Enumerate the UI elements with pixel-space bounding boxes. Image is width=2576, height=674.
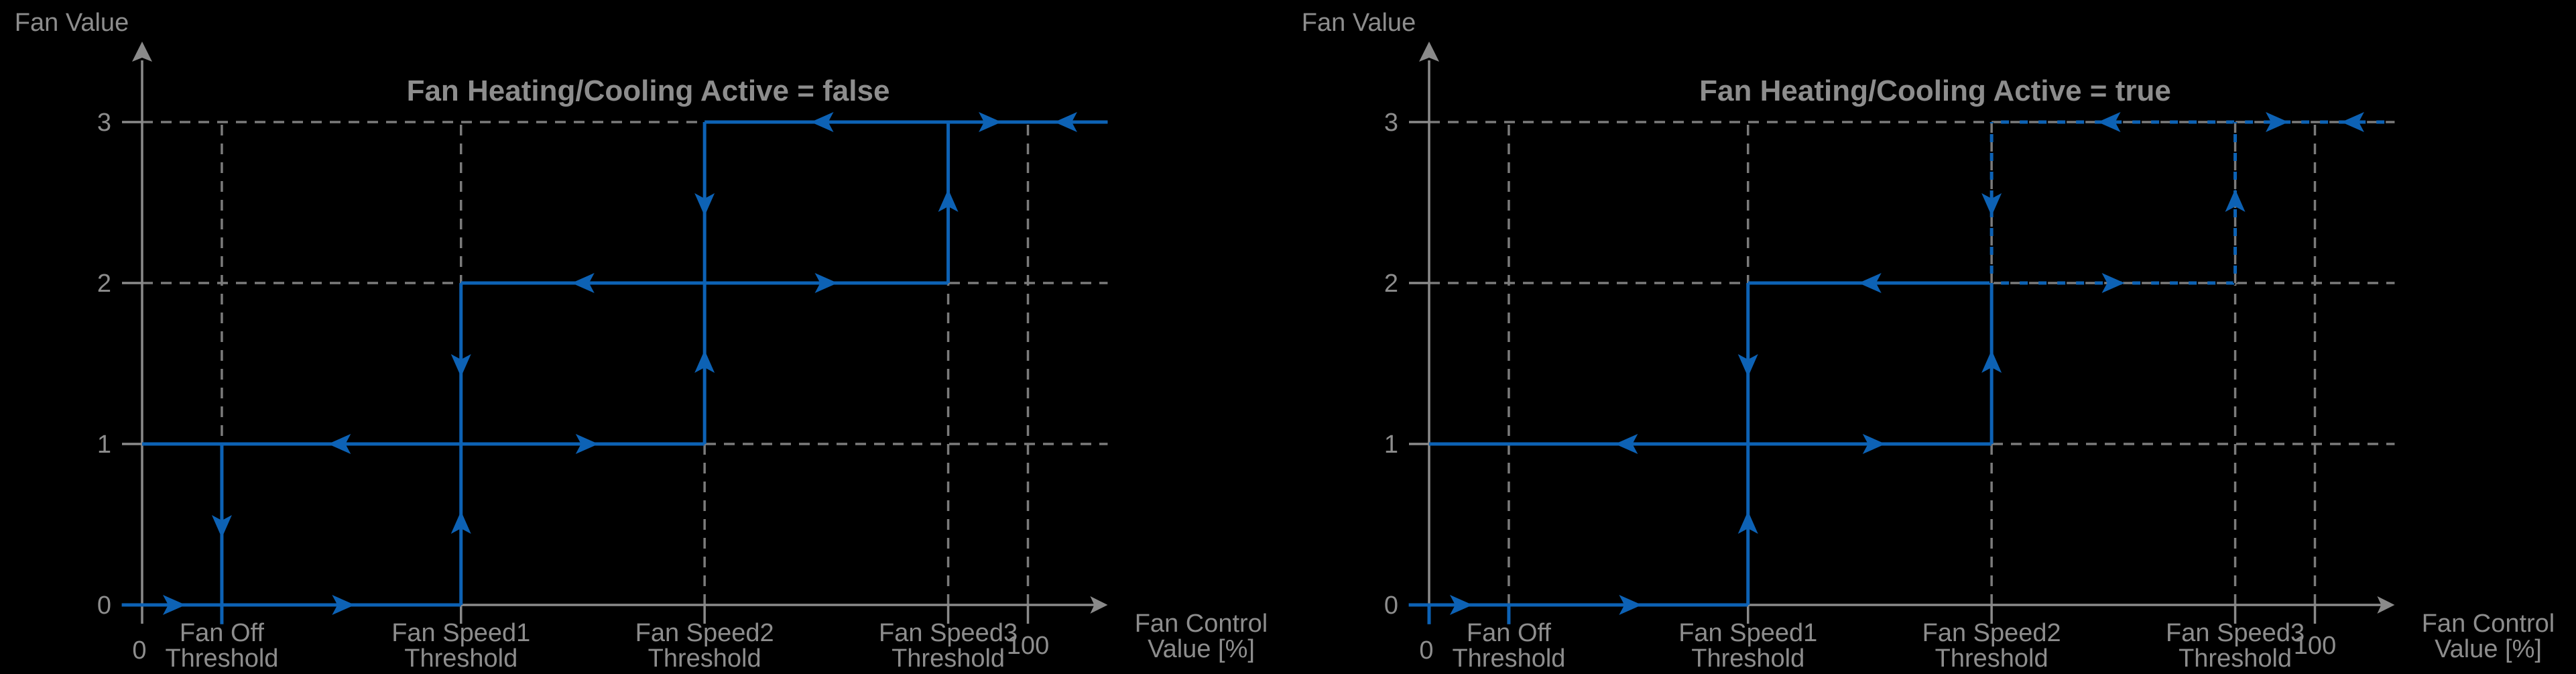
flow-arrow-left <box>328 434 351 454</box>
flow-arrow-left <box>2341 112 2364 132</box>
flow-arrow-right <box>332 595 355 615</box>
flow-arrow-up <box>2225 189 2246 212</box>
flow-arrow-right <box>575 434 599 454</box>
y-tick-label: 1 <box>97 431 111 459</box>
x-axis-title: Value [%] <box>1148 635 1255 663</box>
chart-title: Fan Heating/Cooling Active = false <box>407 74 890 107</box>
x-tick-label: Threshold <box>1452 644 1565 673</box>
flow-arrow-right <box>1619 595 1642 615</box>
flow-arrow-left <box>1615 434 1638 454</box>
x-tick-label: Fan Speed1 <box>1678 619 1817 647</box>
x-tick-label: Fan Speed2 <box>1922 619 2061 647</box>
y-tick-label: 2 <box>1384 270 1398 298</box>
x-tick-label: 100 <box>1007 632 1049 660</box>
flow-arrow-down <box>211 515 232 538</box>
x-tick-label: Threshold <box>1935 644 2048 673</box>
y-tick-label: 3 <box>97 109 111 137</box>
y-tick-label: 2 <box>97 270 111 298</box>
x-tick-label: Threshold <box>892 644 1005 673</box>
y-axis-title: Fan Value <box>15 9 129 37</box>
flow-arrow-right <box>2266 112 2289 132</box>
y-axis-arrowhead <box>1419 42 1439 62</box>
x-tick-label: Fan Speed3 <box>2166 619 2305 647</box>
x-tick-label: Threshold <box>648 644 761 673</box>
flow-arrow-down <box>1981 193 2002 216</box>
x-axis-title: Fan Control <box>2422 610 2555 638</box>
x-axis-arrowhead <box>1090 596 1108 614</box>
flow-arrow-right <box>2101 273 2125 293</box>
flow-arrow-right <box>979 112 1002 132</box>
x-tick-label: Threshold <box>1691 644 1804 673</box>
flow-arrow-down <box>694 193 715 216</box>
y-tick-label: 3 <box>1384 109 1398 137</box>
x-tick-label: Threshold <box>165 644 278 673</box>
flow-arrow-right <box>162 595 186 615</box>
x-tick-label: 100 <box>2294 632 2336 660</box>
flow-arrow-left <box>810 112 834 132</box>
flow-arrow-up <box>1737 511 1758 534</box>
flow-arrow-left <box>1858 273 1882 293</box>
flow-arrow-down <box>1737 354 1758 377</box>
flow-arrow-up <box>694 350 715 373</box>
flow-arrow-up <box>938 189 959 212</box>
x-origin-label: 0 <box>1419 636 1433 665</box>
x-tick-label: Threshold <box>2179 644 2292 673</box>
flow-arrow-up <box>450 511 471 534</box>
flow-arrow-left <box>2097 112 2121 132</box>
x-axis-arrowhead <box>2377 596 2395 614</box>
y-axis-title: Fan Value <box>1302 9 1416 37</box>
flow-arrow-right <box>814 273 838 293</box>
y-axis-arrowhead <box>132 42 152 62</box>
x-origin-label: 0 <box>132 636 146 665</box>
x-tick-label: Fan Speed2 <box>635 619 774 647</box>
flow-arrow-left <box>1054 112 1077 132</box>
x-tick-label: Fan Speed3 <box>879 619 1018 647</box>
y-tick-label: 0 <box>97 592 111 620</box>
y-tick-label: 0 <box>1384 592 1398 620</box>
flow-arrow-down <box>450 354 471 377</box>
x-axis-title: Value [%] <box>2435 635 2542 663</box>
flow-arrow-right <box>1449 595 1473 615</box>
flow-arrow-right <box>1862 434 1886 454</box>
x-tick-label: Fan Speed1 <box>391 619 530 647</box>
chart-title: Fan Heating/Cooling Active = true <box>1699 74 2171 107</box>
x-axis-title: Fan Control <box>1135 610 1268 638</box>
flow-arrow-up <box>1981 350 2002 373</box>
x-tick-label: Threshold <box>404 644 517 673</box>
flow-arrow-left <box>571 273 595 293</box>
y-tick-label: 1 <box>1384 431 1398 459</box>
